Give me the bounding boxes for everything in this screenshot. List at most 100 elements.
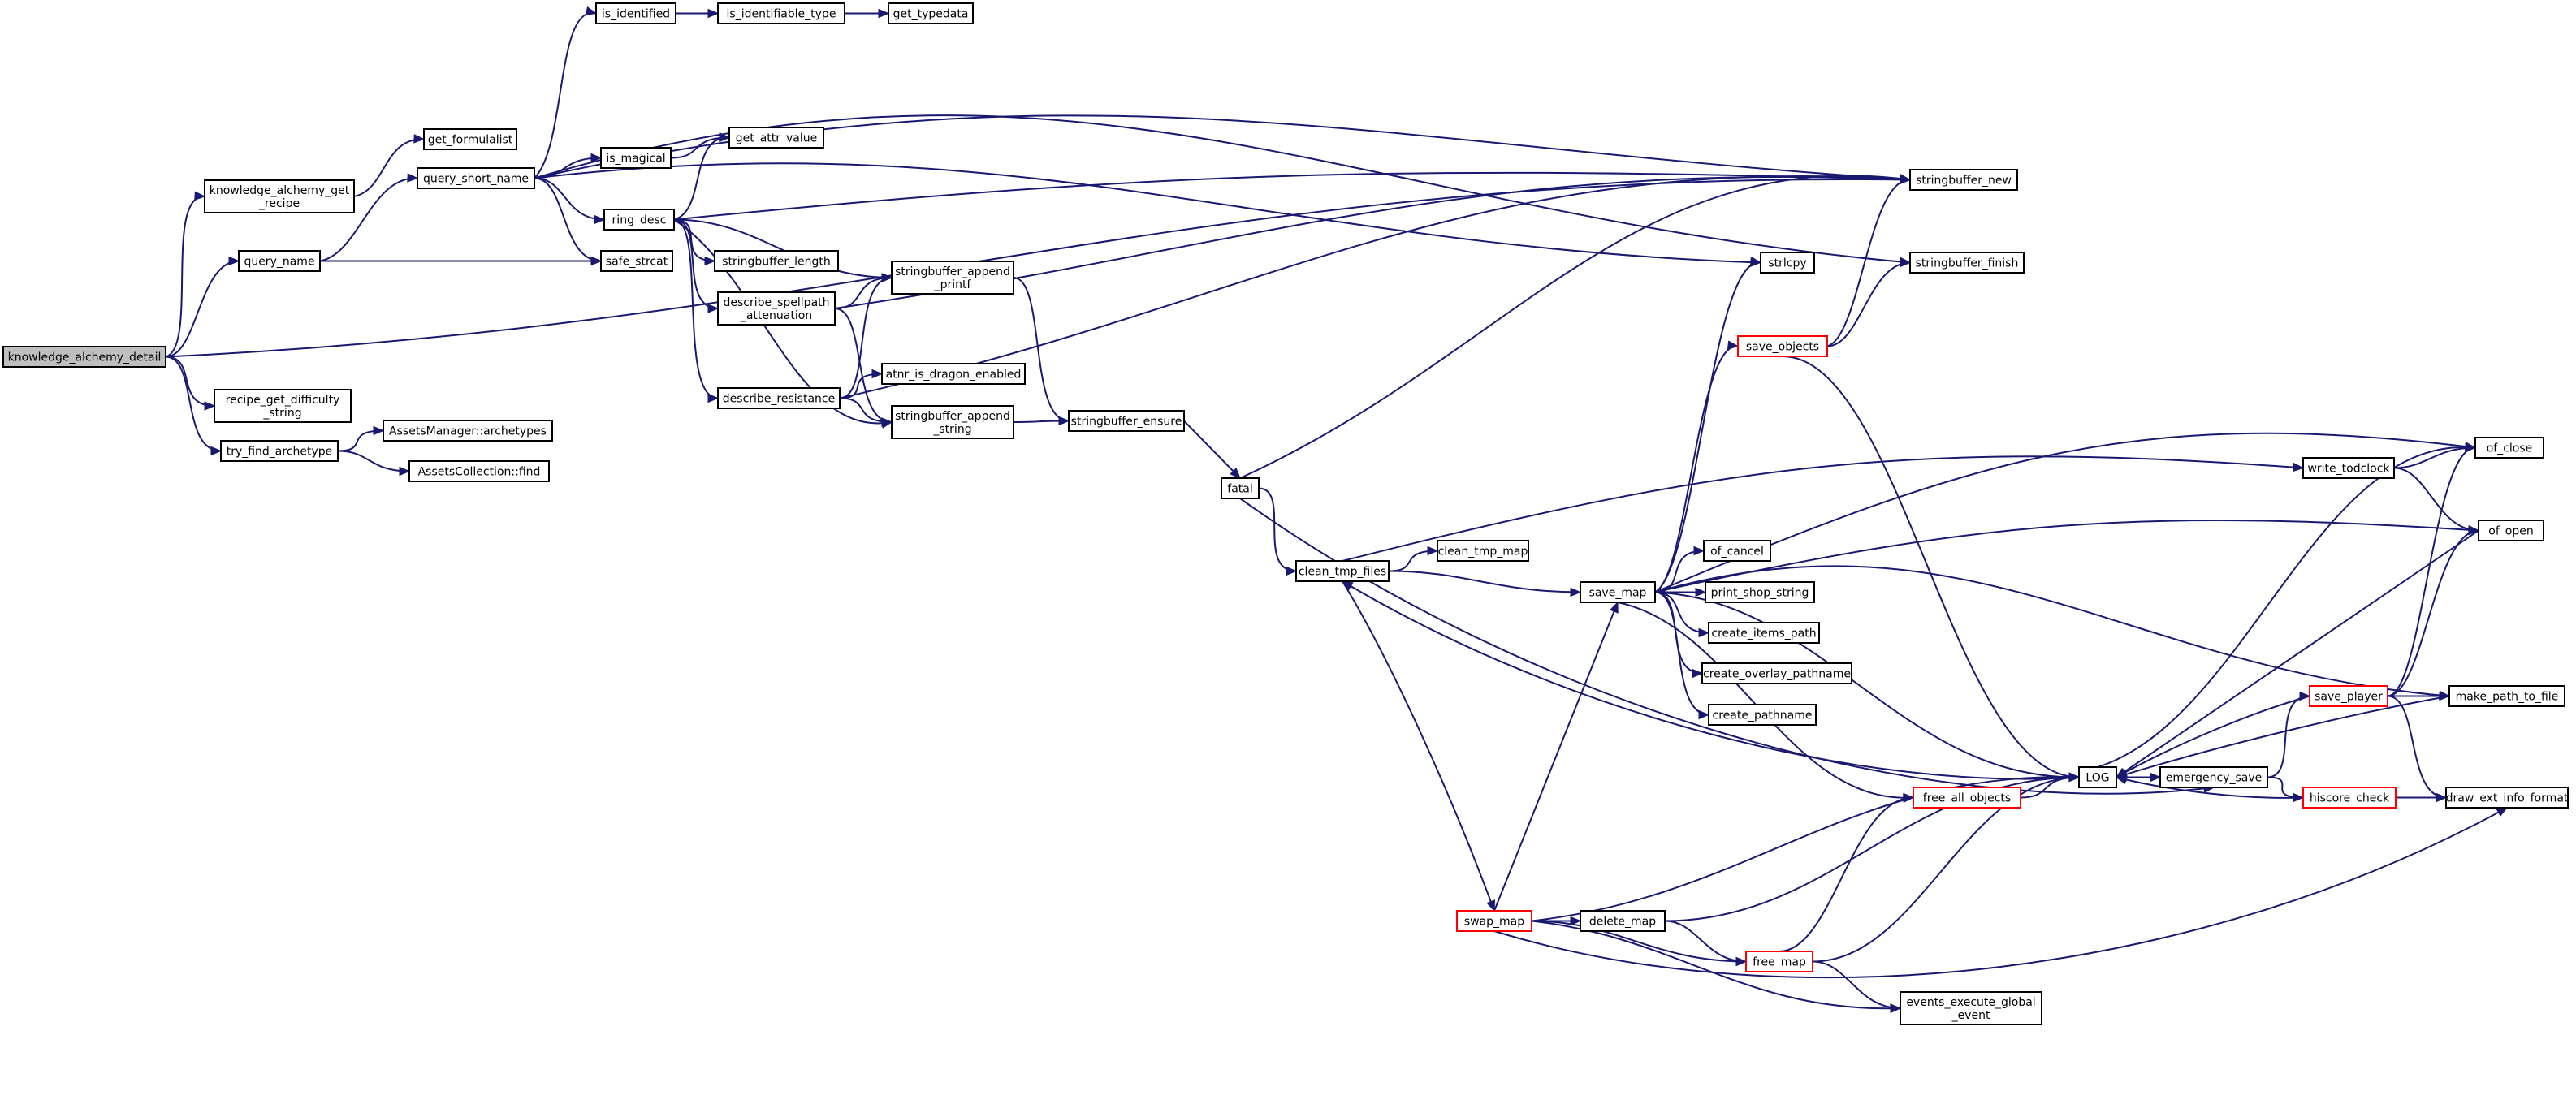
function-node-save-player[interactable]: save_player [2309,685,2388,707]
call-edge-save_player-to-of_close [2387,442,2477,697]
function-node-label: get_typedata [893,8,969,21]
function-node-label: stringbuffer_length [722,256,831,269]
function-node-assets-collection-find[interactable]: AssetsCollection::find [408,460,550,482]
function-node-stringbuffer-append-printf[interactable]: stringbuffer_append_printf [891,261,1014,295]
call-edge-describe_resistance-to-stringbuffer_append_string [839,397,893,427]
function-node-label: of_close [2487,442,2533,455]
function-node-free-all-objects[interactable]: free_all_objects [1913,787,2021,809]
function-node-atnr-is-dragon-enabled[interactable]: atnr_is_dragon_enabled [881,363,1026,385]
function-node-swap-map[interactable]: swap_map [1456,910,1532,932]
function-node-of-close[interactable]: of_close [2474,437,2544,459]
function-node-events-execute-global-event[interactable]: events_execute_global_event [1900,991,2042,1025]
call-edge-query_short_name-to-safe_strcat [534,177,603,266]
call-edge-knowledge_alchemy_detail-to-knowledge_alchemy_get_recipe [165,191,206,358]
function-node-label: _string [932,423,971,436]
function-node-describe-resistance[interactable]: describe_resistance [717,387,841,409]
call-edge-describe_resistance-to-stringbuffer_append_printf [839,273,893,399]
function-node-label: _attenuation [740,309,812,322]
function-node-log[interactable]: LOG [2078,766,2117,788]
function-node-stringbuffer-length[interactable]: stringbuffer_length [714,250,839,272]
call-edge-knowledge_alchemy_detail-to-stringbuffer_new [165,175,1912,358]
function-node-delete-map[interactable]: delete_map [1580,910,1666,932]
function-node-describe-spellpath-attenuation[interactable]: describe_spellpath_attenuation [717,291,836,326]
function-node-stringbuffer-ensure[interactable]: stringbuffer_ensure [1068,410,1185,432]
function-node-is-magical[interactable]: is_magical [600,147,672,169]
function-node-safe-strcat[interactable]: safe_strcat [600,250,673,272]
call-edge-try_find_archetype-to-assets_manager_archetypes [337,425,385,452]
function-node-create-pathname[interactable]: create_pathname [1708,704,1817,726]
function-node-label: of_open [2488,525,2533,538]
function-node-clean-tmp-map[interactable]: clean_tmp_map [1437,540,1529,562]
function-node-save-objects[interactable]: save_objects [1737,335,1828,357]
function-node-hiscore-check[interactable]: hiscore_check [2302,787,2397,809]
function-node-strlcpy[interactable]: strlcpy [1760,252,1815,274]
function-node-label: clean_tmp_files [1299,566,1386,579]
function-node-of-cancel[interactable]: of_cancel [1703,540,1771,562]
call-edge-make_path_to_file-to-log [2115,695,2450,779]
function-node-ring-desc[interactable]: ring_desc [603,209,675,231]
call-edge-ring_desc-to-stringbuffer_new [673,171,1912,221]
function-node-emergency-save[interactable]: emergency_save [2159,766,2268,788]
function-node-stringbuffer-finish[interactable]: stringbuffer_finish [1909,252,2025,274]
function-node-write-todclock[interactable]: write_todclock [2302,457,2395,479]
call-edge-clean_tmp_files-to-clean_tmp_map [1388,546,1439,572]
function-node-label: print_shop_string [1711,587,1809,600]
function-node-clean-tmp-files[interactable]: clean_tmp_files [1295,560,1390,582]
function-node-draw-ext-info-format[interactable]: draw_ext_info_format [2445,787,2569,809]
function-node-try-find-archetype[interactable]: try_find_archetype [220,440,339,462]
function-node-label: save_map [1589,587,1647,600]
function-node-stringbuffer-append-string[interactable]: stringbuffer_append_string [891,405,1014,439]
function-node-label: stringbuffer_new [1916,175,2012,188]
function-node-label: describe_spellpath [723,296,829,309]
function-node-free-map[interactable]: free_map [1745,951,1813,972]
function-node-create-items-path[interactable]: create_items_path [1708,622,1820,644]
function-node-knowledge-alchemy-get-recipe[interactable]: knowledge_alchemy_get_recipe [204,179,355,213]
call-edge-free_map-to-log [1812,772,2081,963]
call-edge-is_identifiable_type-to-get_typedata [845,8,890,19]
function-node-of-open[interactable]: of_open [2478,520,2544,541]
function-node-label: _recipe [258,197,300,210]
function-node-label: save_objects [1746,341,1819,354]
function-node-label: is_identified [602,8,670,21]
function-node-stringbuffer-new[interactable]: stringbuffer_new [1909,169,2018,191]
function-node-label: atnr_is_dragon_enabled [886,369,1022,382]
call-edge-query_short_name-to-ring_desc [534,177,606,225]
function-node-assets-manager-archetypes[interactable]: AssetsManager::archetypes [383,420,553,442]
function-node-make-path-to-file[interactable]: make_path_to_file [2448,685,2565,707]
function-node-is-identified[interactable]: is_identified [595,2,676,24]
function-node-label: make_path_to_file [2456,691,2559,704]
function-node-is-identifiable-type[interactable]: is_identifiable_type [717,2,845,24]
function-node-label: recipe_get_difficulty [226,394,340,407]
function-node-label: draw_ext_info_format [2446,792,2569,805]
call-edge-save_objects-to-stringbuffer_new [1826,175,1912,347]
call-edge-knowledge_alchemy_detail-to-try_find_archetype [165,356,223,456]
call-edge-clean_tmp_files-to-save_map [1388,570,1582,597]
function-node-label: free_all_objects [1923,792,2011,805]
function-node-label: query_name [244,256,314,269]
function-node-label: _event [1951,1009,1990,1022]
call-edge-log-to-of_close [2097,442,2477,768]
call-edge-fatal-to-clean_tmp_files [1258,487,1298,576]
function-node-save-map[interactable]: save_map [1580,581,1656,603]
function-node-get-formulalist[interactable]: get_formulalist [423,128,517,150]
function-node-get-typedata[interactable]: get_typedata [888,2,974,24]
function-node-get-attr-value[interactable]: get_attr_value [728,127,824,149]
function-node-label: knowledge_alchemy_get [210,184,350,197]
function-node-query-short-name[interactable]: query_short_name [417,167,535,189]
call-edge-query_short_name-to-is_identified [534,6,598,179]
function-node-label: get_attr_value [736,132,818,145]
function-node-query-name[interactable]: query_name [238,250,321,272]
call-edge-ring_desc-to-describe_resistance [673,218,720,403]
call-edge-save_map-to-save_objects [1654,340,1740,593]
function-node-knowledge-alchemy-detail[interactable]: knowledge_alchemy_detail [2,346,166,368]
call-edge-clean_tmp_files-to-write_todclock [1342,455,2305,562]
function-node-print-shop-string[interactable]: print_shop_string [1705,581,1815,603]
function-node-create-overlay-pathname[interactable]: create_overlay_pathname [1701,662,1852,684]
function-node-fatal[interactable]: fatal [1221,477,1260,499]
function-node-label: LOG [2085,772,2109,785]
function-node-label: events_execute_global [1906,996,2035,1009]
function-node-recipe-get-difficulty-string[interactable]: recipe_get_difficulty_string [214,389,352,423]
call-edge-swap_map-to-draw_ext_info_format [1493,807,2509,979]
function-node-label: AssetsCollection::find [418,466,541,479]
call-edge-knowledge_alchemy_detail-to-query_name [165,256,240,358]
